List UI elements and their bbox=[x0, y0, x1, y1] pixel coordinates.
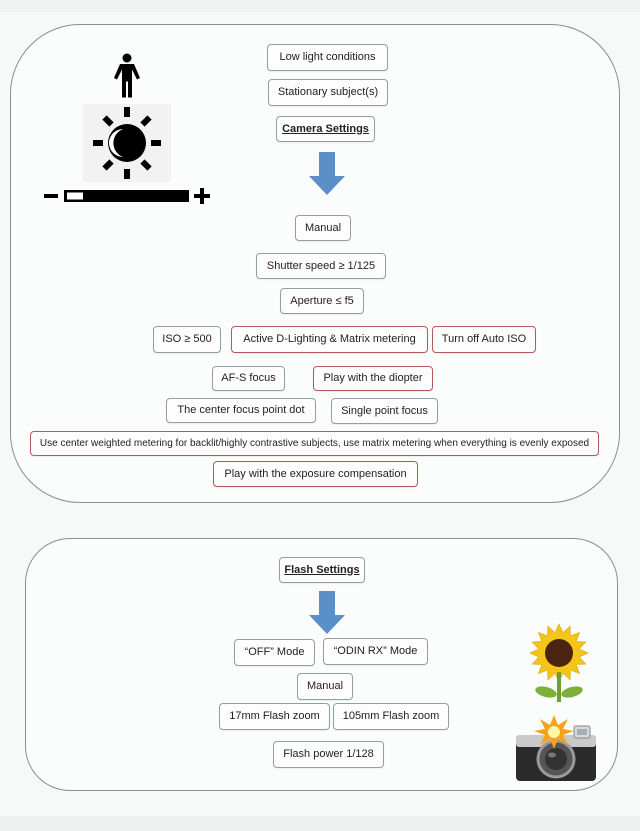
manual-mode-box: Manual bbox=[295, 215, 351, 241]
camera-flash-icon bbox=[516, 715, 596, 781]
d-lighting-box: Active D-Lighting & Matrix metering bbox=[231, 326, 428, 353]
flash-down-arrow-icon bbox=[309, 591, 345, 634]
top-strip bbox=[0, 0, 640, 12]
odin-rx-mode-box: “ODIN RX” Mode bbox=[323, 638, 428, 665]
down-arrow-icon bbox=[309, 152, 345, 195]
low-light-box: Low light conditions bbox=[267, 44, 388, 71]
flash-power-box: Flash power 1/128 bbox=[273, 741, 384, 768]
flash-manual-box: Manual bbox=[297, 673, 353, 700]
metering-box: Use center weighted metering for backlit… bbox=[30, 431, 599, 456]
center-focus-point-box: The center focus point dot bbox=[166, 398, 316, 423]
brightness-icon bbox=[83, 104, 171, 182]
bottom-strip bbox=[0, 816, 640, 831]
person-icon bbox=[114, 53, 140, 98]
camera-settings-heading: Camera Settings bbox=[276, 116, 375, 142]
flash-settings-heading: Flash Settings bbox=[279, 557, 365, 583]
af-s-focus-box: AF-S focus bbox=[212, 366, 285, 391]
aperture-box: Aperture ≤ f5 bbox=[280, 288, 364, 314]
shutter-speed-box: Shutter speed ≥ 1/125 bbox=[256, 253, 386, 279]
exposure-slider-icon bbox=[44, 188, 210, 204]
single-point-focus-box: Single point focus bbox=[331, 398, 438, 424]
exposure-compensation-box: Play with the exposure compensation bbox=[213, 461, 418, 487]
stationary-subject-box: Stationary subject(s) bbox=[268, 79, 388, 106]
auto-iso-box: Turn off Auto ISO bbox=[432, 326, 536, 353]
off-mode-box: “OFF” Mode bbox=[234, 639, 315, 666]
diopter-box: Play with the diopter bbox=[313, 366, 433, 391]
flash-zoom-105-box: 105mm Flash zoom bbox=[333, 703, 449, 730]
flash-zoom-17-box: 17mm Flash zoom bbox=[219, 703, 330, 730]
sunflower-icon bbox=[529, 623, 589, 702]
iso-box: ISO ≥ 500 bbox=[153, 326, 221, 353]
